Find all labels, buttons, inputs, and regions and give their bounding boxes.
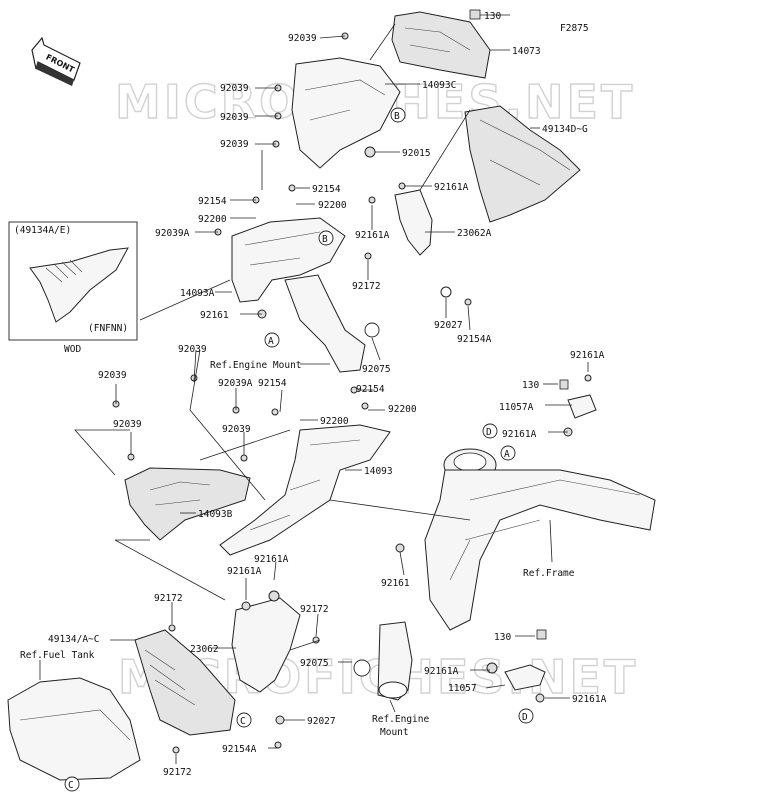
label-92075-2: 92075 — [300, 658, 329, 669]
marker-c-2: C — [64, 776, 80, 792]
label-92039-6: 92039 — [98, 370, 127, 381]
label-23062a: 23062A — [457, 228, 492, 239]
bracket-11057 — [504, 664, 546, 691]
label-mount-2: Mount — [380, 727, 409, 738]
duct-14093 — [219, 424, 391, 556]
label-ref-engine-2: Ref.Engine — [372, 714, 429, 725]
front-arrow-icon: FRONT — [31, 36, 81, 86]
label-92154-3: 92154 — [258, 378, 287, 389]
bracket-23062 — [231, 597, 301, 693]
cover-14093c — [291, 57, 401, 169]
label-14093: 14093 — [364, 466, 393, 477]
label-92200-3: 92200 — [320, 416, 349, 427]
label-92027-1: 92027 — [434, 320, 463, 331]
bracket-upper — [284, 274, 366, 373]
frame-assembly — [424, 448, 656, 631]
label-92161a-4: 92161A — [502, 429, 537, 440]
inset-caption: WOD — [64, 344, 81, 355]
bracket-23062a — [394, 189, 433, 256]
label-92161a-6: 92161A — [227, 566, 262, 577]
cover-14073 — [391, 11, 491, 79]
marker-c-1: C — [236, 712, 252, 728]
label-130-bottom: 130 — [494, 632, 511, 643]
inset-box: (49134A/E) (FNFNN) WOD — [8, 221, 138, 355]
label-92161a-2: 92161A — [355, 230, 390, 241]
label-11057a: 11057A — [499, 402, 534, 413]
label-92075-1: 92075 — [362, 364, 391, 375]
panel-14093a — [231, 217, 346, 303]
label-92161a-1: 92161A — [434, 182, 469, 193]
marker-b-2: B — [318, 230, 334, 246]
label-92161a-7: 92161A — [424, 666, 459, 677]
label-92039-2: 92039 — [220, 83, 249, 94]
label-92172-1: 92172 — [352, 281, 381, 292]
svg-text:D: D — [486, 427, 492, 438]
label-92154-4: 92154 — [356, 384, 385, 395]
label-92161a-8: 92161A — [572, 694, 607, 705]
marker-d-2: D — [518, 708, 534, 724]
label-130-top: 130 — [484, 11, 501, 22]
label-92039-7: 92039 — [113, 419, 142, 430]
label-92161-1: 92161 — [200, 310, 229, 321]
label-92154a-2: 92154A — [222, 744, 257, 755]
label-49134-a-c: 49134/A~C — [48, 634, 99, 645]
label-92039-4: 92039 — [220, 139, 249, 150]
svg-text:A: A — [504, 449, 510, 460]
label-92015: 92015 — [402, 148, 431, 159]
label-92039-8: 92039 — [222, 424, 251, 435]
label-ref-frame: Ref.Frame — [523, 568, 575, 579]
label-92200-1: 92200 — [198, 214, 227, 225]
label-14093b: 14093B — [198, 509, 233, 520]
label-23062: 23062 — [190, 644, 219, 655]
inset-bottom-label: (FNFNN) — [88, 323, 128, 334]
engine-mount-lower — [377, 621, 413, 701]
label-92154a-1: 92154A — [457, 334, 492, 345]
label-92161a-5: 92161A — [254, 554, 289, 565]
label-ref-engine-mount-1: Ref.Engine Mount — [210, 360, 302, 371]
label-92200-2: 92200 — [318, 200, 347, 211]
label-92027-2: 92027 — [307, 716, 336, 727]
fuel-tank-ref — [7, 677, 141, 781]
label-92200-4: 92200 — [388, 404, 417, 415]
svg-text:A: A — [268, 336, 274, 347]
label-92161-2: 92161 — [381, 578, 410, 589]
leader-lines — [39, 14, 589, 764]
label-92161a-3: 92161A — [570, 350, 605, 361]
inset-top-label: (49134A/E) — [14, 225, 71, 236]
label-14093c: 14093C — [422, 80, 456, 91]
label-14073: 14073 — [512, 46, 541, 57]
svg-text:B: B — [322, 234, 328, 245]
marker-d-1: D — [482, 423, 498, 439]
svg-text:B: B — [394, 111, 400, 122]
label-92154-1: 92154 — [198, 196, 227, 207]
svg-text:D: D — [522, 712, 528, 723]
label-130-mid: 130 — [522, 380, 539, 391]
label-14093a: 14093A — [180, 288, 215, 299]
label-92172-3: 92172 — [300, 604, 329, 615]
label-92172-4: 92172 — [163, 767, 192, 778]
cowl-49134d-g — [464, 105, 581, 223]
marker-a-1: A — [264, 332, 280, 348]
label-92172-2: 92172 — [154, 593, 183, 604]
label-ref-fuel-tank: Ref.Fuel Tank — [20, 650, 95, 661]
label-92154-2: 92154 — [312, 184, 341, 195]
label-92039a-2: 92039A — [218, 378, 253, 389]
svg-text:C: C — [240, 716, 246, 727]
label-49134d-g: 49134D~G — [542, 124, 588, 135]
bracket-11057a — [567, 394, 597, 419]
panel-14093b — [124, 467, 251, 541]
svg-text:C: C — [68, 780, 74, 791]
marker-a-2: A — [500, 445, 516, 461]
diagram-code: F2875 — [560, 23, 589, 34]
label-92039-5: 92039 — [178, 344, 207, 355]
cowl-49134-a-c — [134, 629, 236, 736]
label-92039-1: 92039 — [288, 33, 317, 44]
label-92039-3: 92039 — [220, 112, 249, 123]
label-92039a-1: 92039A — [155, 228, 190, 239]
label-11057: 11057 — [448, 683, 477, 694]
marker-b-1: B — [390, 107, 406, 123]
